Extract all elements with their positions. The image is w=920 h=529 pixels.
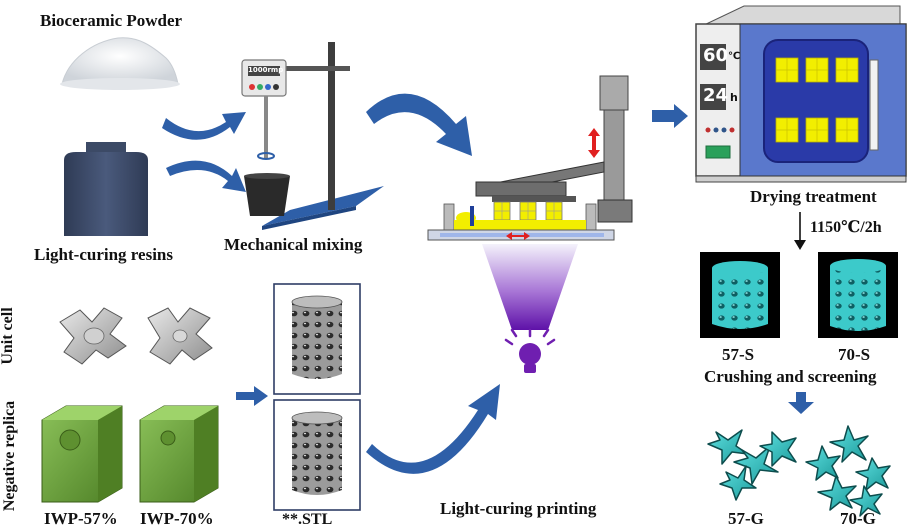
mechanical-mixer-icon: [241, 42, 384, 230]
label-light-curing-resins: Light-curing resins: [34, 245, 174, 264]
mixer-speed-display: 1000rmp: [248, 66, 284, 74]
dlp-printer-icon: [427, 75, 633, 373]
uv-lamp-icon: [504, 328, 556, 373]
granules-57g: [707, 429, 797, 501]
double-arrow-icon: [588, 128, 600, 158]
sintered-scaffold-70s: [818, 252, 898, 338]
stl-scaffold-box-70: [273, 399, 361, 511]
unit-cell-70: [147, 307, 213, 365]
resin-bottle-icon: [64, 142, 148, 236]
oven-time-unit: h: [730, 91, 738, 104]
drying-oven-icon: [695, 5, 907, 183]
label-light-curing-printing: Light-curing printing: [440, 499, 597, 518]
straight-arrow-icon: [236, 386, 268, 406]
label-crushing-screening: Crushing and screening: [704, 367, 877, 386]
label-iwp57: IWP-57%: [44, 509, 118, 528]
negative-replica-70: [139, 405, 219, 503]
down-arrow-icon: [788, 392, 814, 414]
straight-arrow-icon: [652, 104, 688, 128]
negative-replica-57: [41, 405, 123, 503]
label-iwp70: IWP-70%: [140, 509, 214, 528]
label-57s: 57-S: [722, 345, 755, 364]
label-bioceramic-powder: Bioceramic Powder: [40, 11, 183, 30]
powder-pile-icon: [60, 37, 180, 90]
label-stl: **.STL: [282, 511, 333, 528]
label-drying-treatment: Drying treatment: [750, 187, 877, 206]
down-arrow-icon: [794, 212, 806, 250]
sintered-scaffold-57s: [700, 252, 780, 338]
stl-scaffold-box-57: [273, 283, 361, 395]
oven-temperature-unit: ℃: [728, 51, 741, 62]
curved-arrow-icon: [366, 384, 500, 474]
oven-time-value: 24: [703, 85, 729, 106]
label-mechanical-mixing: Mechanical mixing: [224, 235, 363, 254]
curved-arrow-icon: [366, 93, 472, 156]
label-sintering: 1150℃/2h: [810, 219, 882, 236]
label-70s: 70-S: [838, 345, 871, 364]
granules-70g: [805, 425, 891, 517]
oven-temperature-value: 60: [703, 45, 729, 66]
label-negative-replica: Negative replica: [1, 400, 18, 512]
label-unit-cell: Unit cell: [0, 307, 16, 365]
label-57g: 57-G: [728, 509, 764, 528]
double-arrow-icon: [506, 232, 530, 240]
curved-arrow-icon: [162, 112, 246, 192]
unit-cell-57: [59, 307, 127, 365]
label-70g: 70-G: [840, 509, 876, 528]
